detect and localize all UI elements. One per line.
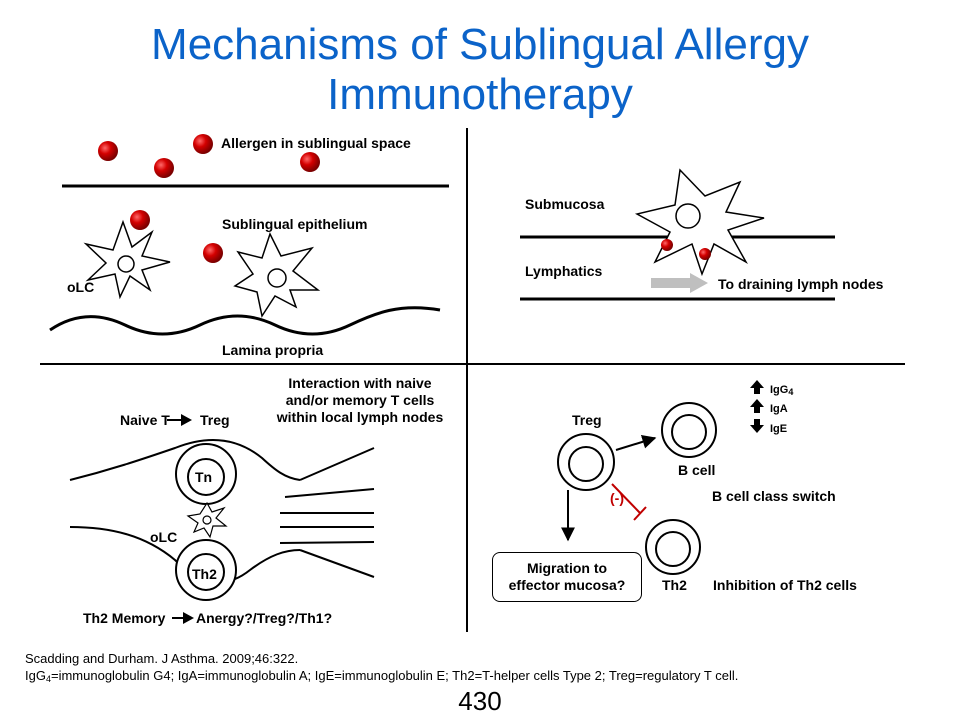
naive-t-label: Naive T <box>120 412 170 428</box>
b-cell <box>661 402 717 458</box>
olc-cell-2 <box>233 232 321 318</box>
down-arrow-icon <box>750 419 764 433</box>
title-line-2: Immunotherapy <box>327 70 633 119</box>
th2-node-label: Th2 <box>192 566 217 582</box>
treg-label: Treg <box>200 412 230 428</box>
treg-cell <box>557 433 615 491</box>
arrow-icon <box>167 414 192 426</box>
gray-arrow-icon <box>651 273 708 293</box>
migrating-olc-cell <box>634 168 765 277</box>
allergen-particle <box>130 210 150 230</box>
lamina-propria-label: Lamina propria <box>222 342 324 358</box>
allergen-particle <box>98 141 118 161</box>
th2-memory-label: Th2 Memory <box>83 610 166 626</box>
allergen-particle <box>300 152 320 172</box>
lymph-lines <box>279 447 375 578</box>
page-number: 430 <box>458 686 502 716</box>
outcome-label: Anergy?/Treg?/Th1? <box>196 610 333 626</box>
iga-label: IgA <box>770 403 788 415</box>
treg-cell-label: Treg <box>572 412 602 428</box>
lymphatics-label: Lymphatics <box>525 263 603 279</box>
allergen-particle <box>193 134 213 154</box>
allergen-particle <box>661 239 673 251</box>
submucosa-label: Submucosa <box>525 196 605 212</box>
tn-label: Tn <box>195 469 213 485</box>
arrow-icon <box>172 612 194 624</box>
draining-lymph-label: To draining lymph nodes <box>718 276 884 292</box>
migration-line-2: effector mucosa? <box>508 577 626 593</box>
interaction-line-3: within local lymph nodes <box>276 409 444 425</box>
b-cell-label: B cell <box>678 462 716 478</box>
allergen-particle <box>203 243 223 263</box>
allergen-particle <box>699 248 711 260</box>
olc-cell-1 <box>83 219 171 300</box>
olc-node-label: oLC <box>150 529 178 545</box>
igg4-label: IgG4 <box>770 384 794 397</box>
title-line-1: Mechanisms of Sublingual Allergy <box>151 20 809 69</box>
olc-label: oLC <box>67 279 95 295</box>
th2-cell-label: Th2 <box>662 577 687 593</box>
up-arrow-icon <box>750 399 764 413</box>
migration-box: Migration to effector mucosa? <box>492 552 642 602</box>
allergen-particle <box>154 158 174 178</box>
basement-membrane-wave <box>49 306 441 336</box>
interaction-line-1: Interaction with naive <box>288 375 432 391</box>
epithelium-label: Sublingual epithelium <box>222 216 368 232</box>
migration-line-1: Migration to <box>526 560 608 576</box>
treg-to-bcell-arrow <box>615 435 657 451</box>
citation: Scadding and Durham. J Asthma. 2009;46:3… <box>25 651 299 666</box>
up-arrow-icon <box>750 380 764 394</box>
th2-cell <box>645 519 701 575</box>
th2-cell-node <box>175 539 237 601</box>
ige-label: IgE <box>770 423 788 435</box>
allergen-label: Allergen in sublingual space <box>221 135 411 151</box>
interaction-label: Interaction with naive and/or memory T c… <box>255 375 465 426</box>
inhibition-marker: (-) <box>610 490 624 506</box>
olc-cell-node <box>186 501 228 539</box>
class-switch-label: B cell class switch <box>712 488 836 504</box>
interaction-line-2: and/or memory T cells <box>285 392 435 408</box>
inhibition-label: Inhibition of Th2 cells <box>713 577 857 593</box>
abbreviations: IgG4=immunoglobulin G4; IgA=immunoglobul… <box>25 668 739 684</box>
allergen-particles <box>98 134 320 263</box>
inhibition-line <box>611 483 647 521</box>
